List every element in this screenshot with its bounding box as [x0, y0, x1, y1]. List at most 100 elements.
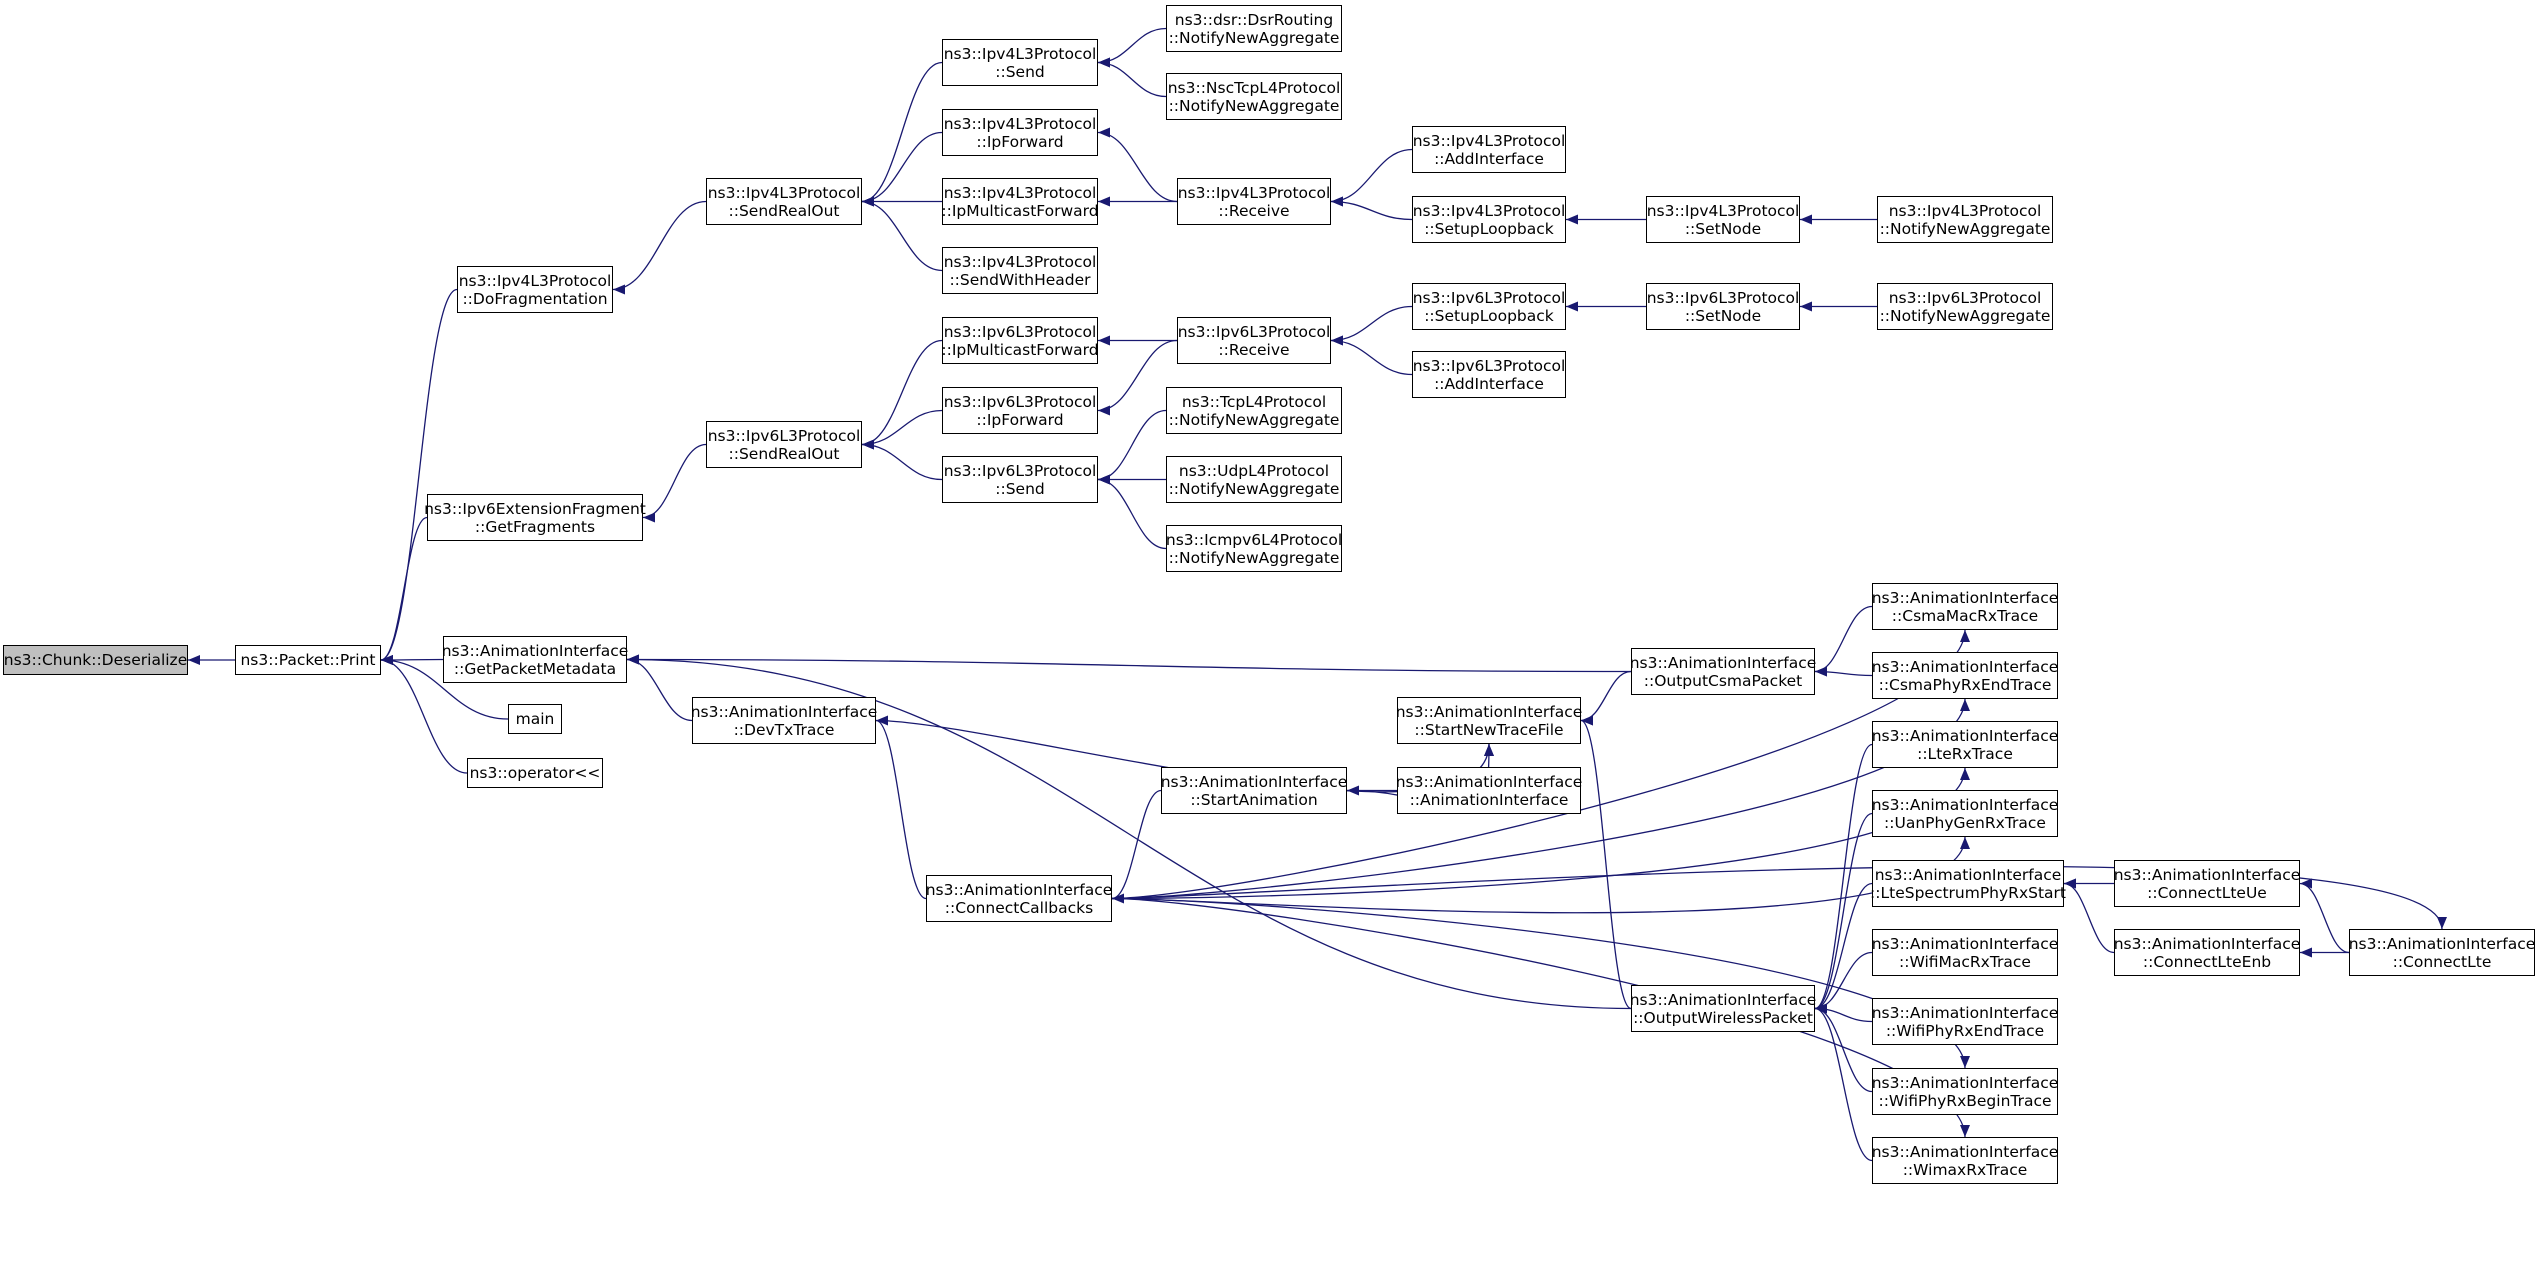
node-animationinterface-wimaxrxtrace[interactable]: ns3::AnimationInterface::WimaxRxTrace	[1872, 1137, 2058, 1184]
node-label-line: ns3::dsr::DsrRouting	[1174, 10, 1334, 29]
node-label-line: ns3::Ipv6L3Protocol	[1412, 288, 1566, 307]
node-label-line: ::OutputCsmaPacket	[1643, 671, 1803, 690]
node-label-line: ns3::Ipv6L3Protocol	[1646, 288, 1800, 307]
node-label-line: main	[515, 710, 555, 728]
edge-ai_lterx-to-ai_outwireless	[1814, 743, 1873, 1014]
node-animationinterface-connectcallbacks[interactable]: ns3::AnimationInterface::ConnectCallback…	[926, 875, 1112, 922]
edge-ai_outwireless-to-ai_getpktmeta	[626, 654, 1632, 1010]
node-label-line: ::IpMulticastForward	[941, 201, 1099, 220]
node-label-line: ::NotifyNewAggregate	[1168, 28, 1340, 47]
node-label-line: ns3::Ipv4L3Protocol	[1177, 183, 1331, 202]
node-animationinterface-lterxtrace[interactable]: ns3::AnimationInterface::LteRxTrace	[1872, 721, 2058, 768]
node-label-line: ns3::AnimationInterface	[1874, 865, 2062, 884]
node-ipv4-setnode[interactable]: ns3::Ipv4L3Protocol::SetNode	[1646, 196, 1800, 243]
node-label-line: ::UanPhyGenRxTrace	[1884, 813, 2046, 832]
node-ipv4-sendrealout[interactable]: ns3::Ipv4L3Protocol::SendRealOut	[706, 178, 862, 225]
node-packet-print[interactable]: ns3::Packet::Print	[235, 645, 381, 675]
node-label-line: ::Send	[995, 479, 1045, 498]
node-ipv6-send[interactable]: ns3::Ipv6L3Protocol::Send	[942, 456, 1098, 503]
edge-ai_csmaphyrxend-to-ai_outcsma	[1814, 666, 1873, 677]
node-label-line: ::AddInterface	[1434, 149, 1544, 168]
node-ipv4-sendwithheader[interactable]: ns3::Ipv4L3Protocol::SendWithHeader	[942, 247, 1098, 294]
edge-ipv4_sendhdr-to-ipv4_sendrealout	[861, 196, 943, 272]
node-ipv6-ipforward[interactable]: ns3::Ipv6L3Protocol::IpForward	[942, 387, 1098, 434]
node-ipv4-setuploopback[interactable]: ns3::Ipv4L3Protocol::SetupLoopback	[1412, 196, 1566, 243]
node-udpl4protocol-notifynewaggregate[interactable]: ns3::UdpL4Protocol::NotifyNewAggregate	[1166, 456, 1342, 503]
edge-ai_outcsma-to-ai_starttrace	[1580, 670, 1632, 726]
node-label-line: ::SetNode	[1684, 306, 1762, 325]
node-label-line: ns3::AnimationInterface	[2348, 934, 2536, 953]
node-label-line: ns3::AnimationInterface	[690, 702, 878, 721]
node-ipv6-ipmulticastforward[interactable]: ns3::Ipv6L3Protocol::IpMulticastForward	[941, 317, 1099, 364]
node-operator-ltlt[interactable]: ns3::operator<<	[467, 758, 603, 788]
node-tcpl4protocol-notifynewaggregate[interactable]: ns3::TcpL4Protocol::NotifyNewAggregate	[1166, 387, 1342, 434]
node-label-line: ns3::Ipv4L3Protocol	[707, 183, 861, 202]
node-label-line: ::AnimationInterface	[1409, 790, 1569, 809]
edge-ipv6_ipmcast-to-ipv6_sendrealout	[861, 339, 943, 450]
node-ipv4-notifynewaggregate[interactable]: ns3::Ipv4L3Protocol::NotifyNewAggregate	[1877, 196, 2053, 243]
node-ipv6-sendrealout[interactable]: ns3::Ipv6L3Protocol::SendRealOut	[706, 421, 862, 468]
node-animationinterface-startnewtracefile[interactable]: ns3::AnimationInterface::StartNewTraceFi…	[1396, 697, 1582, 744]
node-label-line: ::SendWithHeader	[949, 270, 1091, 289]
node-animationinterface-connectlte[interactable]: ns3::AnimationInterface::ConnectLte	[2349, 929, 2535, 976]
node-animationinterface-ltespectrumphyrxstart[interactable]: ns3::AnimationInterface::LteSpectrumPhyR…	[1870, 860, 2066, 907]
edge-ipv4_addif-to-ipv4_receive	[1330, 148, 1413, 207]
node-animationinterface-outputcsmapacket[interactable]: ns3::AnimationInterface::OutputCsmaPacke…	[1630, 648, 1816, 695]
node-ipv4-send[interactable]: ns3::Ipv4L3Protocol::Send	[942, 39, 1098, 86]
edge-ipv6_receive-to-ipv6_ipfwd	[1097, 339, 1178, 416]
node-ipv6-addinterface[interactable]: ns3::Ipv6L3Protocol::AddInterface	[1412, 351, 1566, 398]
node-label-line: ::SetNode	[1684, 219, 1762, 238]
node-animationinterface-csmaphyrxendtrace[interactable]: ns3::AnimationInterface::CsmaPhyRxEndTra…	[1872, 652, 2058, 699]
node-ipv6-notifynewaggregate[interactable]: ns3::Ipv6L3Protocol::NotifyNewAggregate	[1877, 283, 2053, 330]
node-ipv6-setnode[interactable]: ns3::Ipv6L3Protocol::SetNode	[1646, 283, 1800, 330]
node-label-line: ::IpForward	[976, 410, 1064, 429]
node-animationinterface-startanimation[interactable]: ns3::AnimationInterface::StartAnimation	[1161, 767, 1347, 814]
edge-main-to-packet_print	[380, 655, 509, 720]
edge-ipv6_setuplb-to-ipv6_receive	[1330, 305, 1413, 346]
node-label-line: ns3::Packet::Print	[240, 651, 376, 669]
node-animationinterface-connectlteue[interactable]: ns3::AnimationInterface::ConnectLteUe	[2114, 860, 2300, 907]
node-ipv4-dofragmentation[interactable]: ns3::Ipv4L3Protocol::DoFragmentation	[457, 266, 613, 313]
node-label-line: ::AddInterface	[1434, 374, 1544, 393]
node-label-line: ::IpForward	[976, 132, 1064, 151]
node-animationinterface-devtxtrace[interactable]: ns3::AnimationInterface::DevTxTrace	[690, 697, 878, 744]
node-label-line: ns3::Ipv6ExtensionFragment	[424, 499, 646, 518]
node-label-line: ns3::Ipv6L3Protocol	[943, 461, 1097, 480]
node-label-line: ::DevTxTrace	[733, 720, 835, 739]
node-label-line: ns3::AnimationInterface	[1871, 588, 2059, 607]
node-animationinterface-getpacketmetadata[interactable]: ns3::AnimationInterface::GetPacketMetada…	[441, 636, 629, 683]
node-ipv6-setuploopback[interactable]: ns3::Ipv6L3Protocol::SetupLoopback	[1412, 283, 1566, 330]
node-animationinterface-uanphygenrxtrace[interactable]: ns3::AnimationInterface::UanPhyGenRxTrac…	[1872, 790, 2058, 837]
node-animationinterface-ctor[interactable]: ns3::AnimationInterface::AnimationInterf…	[1396, 767, 1582, 814]
node-animationinterface-wifimacrxtrace[interactable]: ns3::AnimationInterface::WifiMacRxTrace	[1872, 929, 2058, 976]
node-animationinterface-wifiphyrxbegintrace[interactable]: ns3::AnimationInterface::WifiPhyRxBeginT…	[1872, 1068, 2058, 1115]
node-label-line: ::WifiMacRxTrace	[1899, 952, 2031, 971]
node-animationinterface-wifiphyrxendtrace[interactable]: ns3::AnimationInterface::WifiPhyRxEndTra…	[1872, 998, 2058, 1045]
node-ipv4-ipforward[interactable]: ns3::Ipv4L3Protocol::IpForward	[942, 109, 1098, 156]
node-ipv4-addinterface[interactable]: ns3::Ipv4L3Protocol::AddInterface	[1412, 126, 1566, 173]
node-label-line: ns3::AnimationInterface	[1871, 657, 2059, 676]
node-dsrrouting-notifynewaggregate[interactable]: ns3::dsr::DsrRouting::NotifyNewAggregate	[1166, 5, 1342, 52]
node-label-line: ns3::TcpL4Protocol	[1181, 392, 1327, 411]
node-nsctcpl4protocol-notifynewaggregate[interactable]: ns3::NscTcpL4Protocol::NotifyNewAggregat…	[1166, 73, 1342, 120]
node-animationinterface-connectlteenb[interactable]: ns3::AnimationInterface::ConnectLteEnb	[2114, 929, 2300, 976]
node-main[interactable]: main	[508, 704, 562, 734]
node-icmpv6l4protocol-notifynewaggregate[interactable]: ns3::Icmpv6L4Protocol::NotifyNewAggregat…	[1166, 525, 1342, 572]
node-label-line: ns3::NscTcpL4Protocol	[1167, 78, 1341, 97]
node-animationinterface-outputwirelesspacket[interactable]: ns3::AnimationInterface::OutputWirelessP…	[1630, 985, 1816, 1032]
node-label-line: ::IpMulticastForward	[941, 340, 1099, 359]
node-ipv6-receive[interactable]: ns3::Ipv6L3Protocol::Receive	[1177, 317, 1331, 364]
node-chunk-deserialize[interactable]: ns3::Chunk::Deserialize	[3, 645, 188, 675]
node-ipv4-ipmulticastforward[interactable]: ns3::Ipv4L3Protocol::IpMulticastForward	[941, 178, 1099, 225]
node-label-line: ns3::Ipv4L3Protocol	[1412, 201, 1566, 220]
node-animationinterface-csmamacrxtrace[interactable]: ns3::AnimationInterface::CsmaMacRxTrace	[1872, 583, 2058, 630]
node-ipv6extensionfragment-getfragments[interactable]: ns3::Ipv6ExtensionFragment::GetFragments	[424, 494, 646, 541]
node-label-line: ::Receive	[1218, 201, 1290, 220]
node-label-line: ::WifiPhyRxEndTrace	[1885, 1021, 2045, 1040]
node-label-line: ns3::AnimationInterface	[1871, 934, 2059, 953]
edge-ipv4_send-to-ipv4_sendrealout	[861, 61, 943, 207]
node-ipv4-receive[interactable]: ns3::Ipv4L3Protocol::Receive	[1177, 178, 1331, 225]
node-label-line: ::NotifyNewAggregate	[1168, 479, 1340, 498]
node-label-line: ::LteSpectrumPhyRxStart	[1870, 883, 2066, 902]
node-label-line: ns3::AnimationInterface	[441, 641, 629, 660]
